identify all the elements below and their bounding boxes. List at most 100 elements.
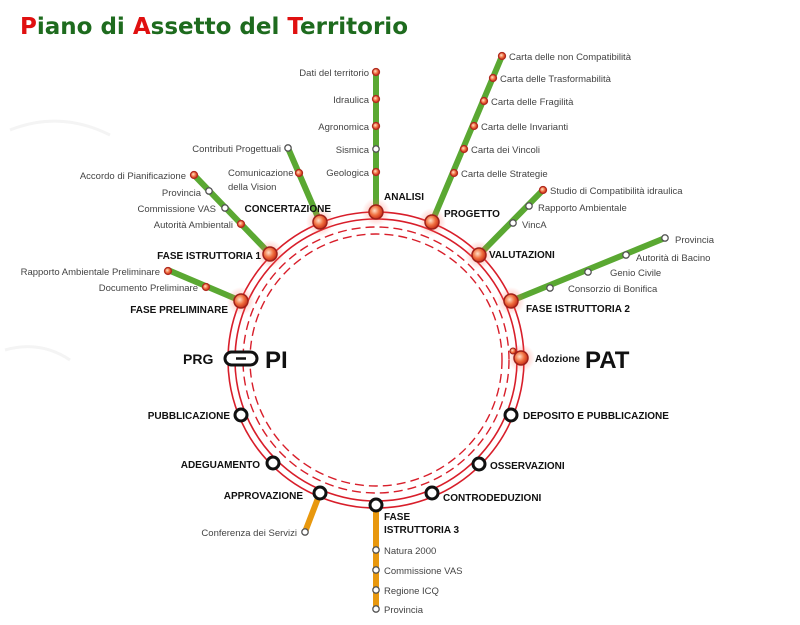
station-sismica[interactable] <box>372 145 380 153</box>
label-adozione: Adozione <box>535 354 580 365</box>
station-carta-trasformabilita[interactable] <box>488 73 498 83</box>
label-accordo-pianificazione: Accordo di Pianificazione <box>80 171 186 182</box>
label-pat: PAT <box>585 347 630 374</box>
station-fase-istruttoria-1[interactable] <box>262 246 278 262</box>
label-approvazione: APPROVAZIONE <box>224 491 304 502</box>
label-rapporto-preliminare: Rapporto Ambientale Preliminare <box>21 267 160 278</box>
label-compatibilita-idraulica: Studio di Compatibilità idraulica <box>550 186 683 197</box>
station-fase-istruttoria-3[interactable] <box>368 497 384 513</box>
label-commissione-vas-f1: Commissione VAS <box>138 204 217 215</box>
label-vinca: VincA <box>522 220 547 231</box>
label-fase-istruttoria-2: FASE ISTRUTTORIA 2 <box>526 304 630 315</box>
station-adozione[interactable] <box>513 350 529 366</box>
station-genio-civile[interactable] <box>584 268 592 276</box>
station-carta-fragilita[interactable] <box>479 96 489 106</box>
station-commissione-vas-f1[interactable] <box>221 204 229 212</box>
label-agronomica: Agronomica <box>318 122 369 133</box>
background-swirl <box>9 119 111 137</box>
station-geologica[interactable] <box>371 167 381 177</box>
station-autorita-bacino[interactable] <box>622 251 630 259</box>
station-rapporto-ambientale[interactable] <box>525 202 533 210</box>
station-controdeduzioni[interactable] <box>424 485 440 501</box>
station-dati-territorio[interactable] <box>371 67 381 77</box>
label-consorzio-bonifica: Consorzio di Bonifica <box>568 284 658 295</box>
station-consorzio-bonifica[interactable] <box>546 284 554 292</box>
station-idraulica[interactable] <box>371 94 381 104</box>
station-natura-2000[interactable] <box>372 546 380 554</box>
label-carta-strategie: Carta delle Strategie <box>461 169 548 180</box>
station-pubblicazione[interactable] <box>233 407 249 423</box>
station-provincia-f3[interactable] <box>372 605 380 613</box>
station-comunicazione-vision[interactable] <box>294 168 304 178</box>
station-vinca[interactable] <box>509 219 517 227</box>
station-carta-strategie[interactable] <box>449 168 459 178</box>
label-fase-istruttoria-1: FASE ISTRUTTORIA 1 <box>157 251 261 262</box>
label-concertazione: CONCERTAZIONE <box>245 204 332 215</box>
station-commissione-vas-f3[interactable] <box>372 566 380 574</box>
label-contributi-progettuali: Contributi Progettuali <box>192 144 281 155</box>
label-provincia-f1: Provincia <box>162 188 202 199</box>
label-comunicazione: Comunicazione <box>228 168 293 179</box>
label-geologica: Geologica <box>326 168 369 179</box>
label-commissione-vas-f3: Commissione VAS <box>384 566 463 577</box>
station-adeguamento[interactable] <box>265 455 281 471</box>
label-autorita-ambientali: Autorità Ambientali <box>154 220 233 231</box>
label-autorita-bacino: Autorità di Bacino <box>636 253 710 264</box>
label-carta-trasformabilita: Carta delle Trasformabilità <box>500 74 612 85</box>
station-carta-non-compatibilita[interactable] <box>497 51 507 61</box>
label-natura-2000: Natura 2000 <box>384 546 436 557</box>
label-carta-non-compatibilita: Carta delle non Compatibilità <box>509 52 632 63</box>
label-carta-invarianti: Carta delle Invarianti <box>481 122 568 133</box>
label-regione-icq: Regione ICQ <box>384 586 439 597</box>
station-agronomica[interactable] <box>371 121 381 131</box>
label-adeguamento: ADEGUAMENTO <box>181 460 260 471</box>
station-rapporto-preliminare[interactable] <box>163 266 173 276</box>
station-conferenza-servizi[interactable] <box>301 528 309 536</box>
label-idraulica: Idraulica <box>333 95 370 106</box>
label-documento-preliminare: Documento Preliminare <box>99 283 198 294</box>
station-progetto[interactable] <box>424 214 440 230</box>
label-pubblicazione: PUBBLICAZIONE <box>148 411 231 422</box>
station-adozione-dot <box>509 347 517 355</box>
station-accordo-pianificazione[interactable] <box>189 170 199 180</box>
background-swirl <box>4 345 71 362</box>
station-contributi-progettuali[interactable] <box>284 144 292 152</box>
label-pi: PI <box>265 347 288 374</box>
label-prg: PRG <box>183 351 213 367</box>
label-controdeduzioni: CONTRODEDUZIONI <box>443 493 542 504</box>
label-deposito-pubblicazione: DEPOSITO E PUBBLICAZIONE <box>523 411 669 422</box>
label-progetto: PROGETTO <box>444 209 500 220</box>
station-carta-invarianti[interactable] <box>469 121 479 131</box>
station-valutazioni[interactable] <box>471 247 487 263</box>
label-carta-vincoli: Carta dei Vincoli <box>471 145 540 156</box>
label-provincia-f2: Provincia <box>675 235 715 246</box>
label-carta-fragilita: Carta delle Fragilità <box>491 97 574 108</box>
branch-line-progetto <box>429 53 505 225</box>
label-fase-3a: FASE <box>384 512 410 523</box>
station-osservazioni[interactable] <box>471 456 487 472</box>
label-dati-territorio: Dati del territorio <box>299 68 369 79</box>
prg-pi-interchange[interactable] <box>223 350 259 367</box>
label-fase-3b: ISTRUTTORIA 3 <box>384 525 459 536</box>
station-fase-istruttoria-2[interactable] <box>503 293 519 309</box>
label-conferenza-servizi: Conferenza dei Servizi <box>201 528 297 539</box>
station-approvazione[interactable] <box>312 485 328 501</box>
page-title: Piano di Assetto del Territorio <box>20 14 408 40</box>
label-valutazioni: VALUTAZIONI <box>489 250 555 261</box>
station-deposito-pubblicazione[interactable] <box>503 407 519 423</box>
label-sismica: Sismica <box>336 145 370 156</box>
station-documento-preliminare[interactable] <box>201 282 211 292</box>
station-provincia-f1[interactable] <box>205 187 213 195</box>
station-autorita-ambientali[interactable] <box>236 219 246 229</box>
label-della-vision: della Vision <box>228 182 276 193</box>
station-fase-preliminare[interactable] <box>233 293 249 309</box>
station-regione-icq[interactable] <box>372 586 380 594</box>
station-concertazione[interactable] <box>312 214 328 230</box>
station-provincia-f2[interactable] <box>661 234 669 242</box>
station-carta-vincoli[interactable] <box>459 144 469 154</box>
station-analisi[interactable] <box>368 204 384 220</box>
label-provincia-f3: Provincia <box>384 605 424 616</box>
station-compatibilita-idraulica[interactable] <box>538 185 548 195</box>
label-fase-preliminare: FASE PRELIMINARE <box>130 305 228 316</box>
